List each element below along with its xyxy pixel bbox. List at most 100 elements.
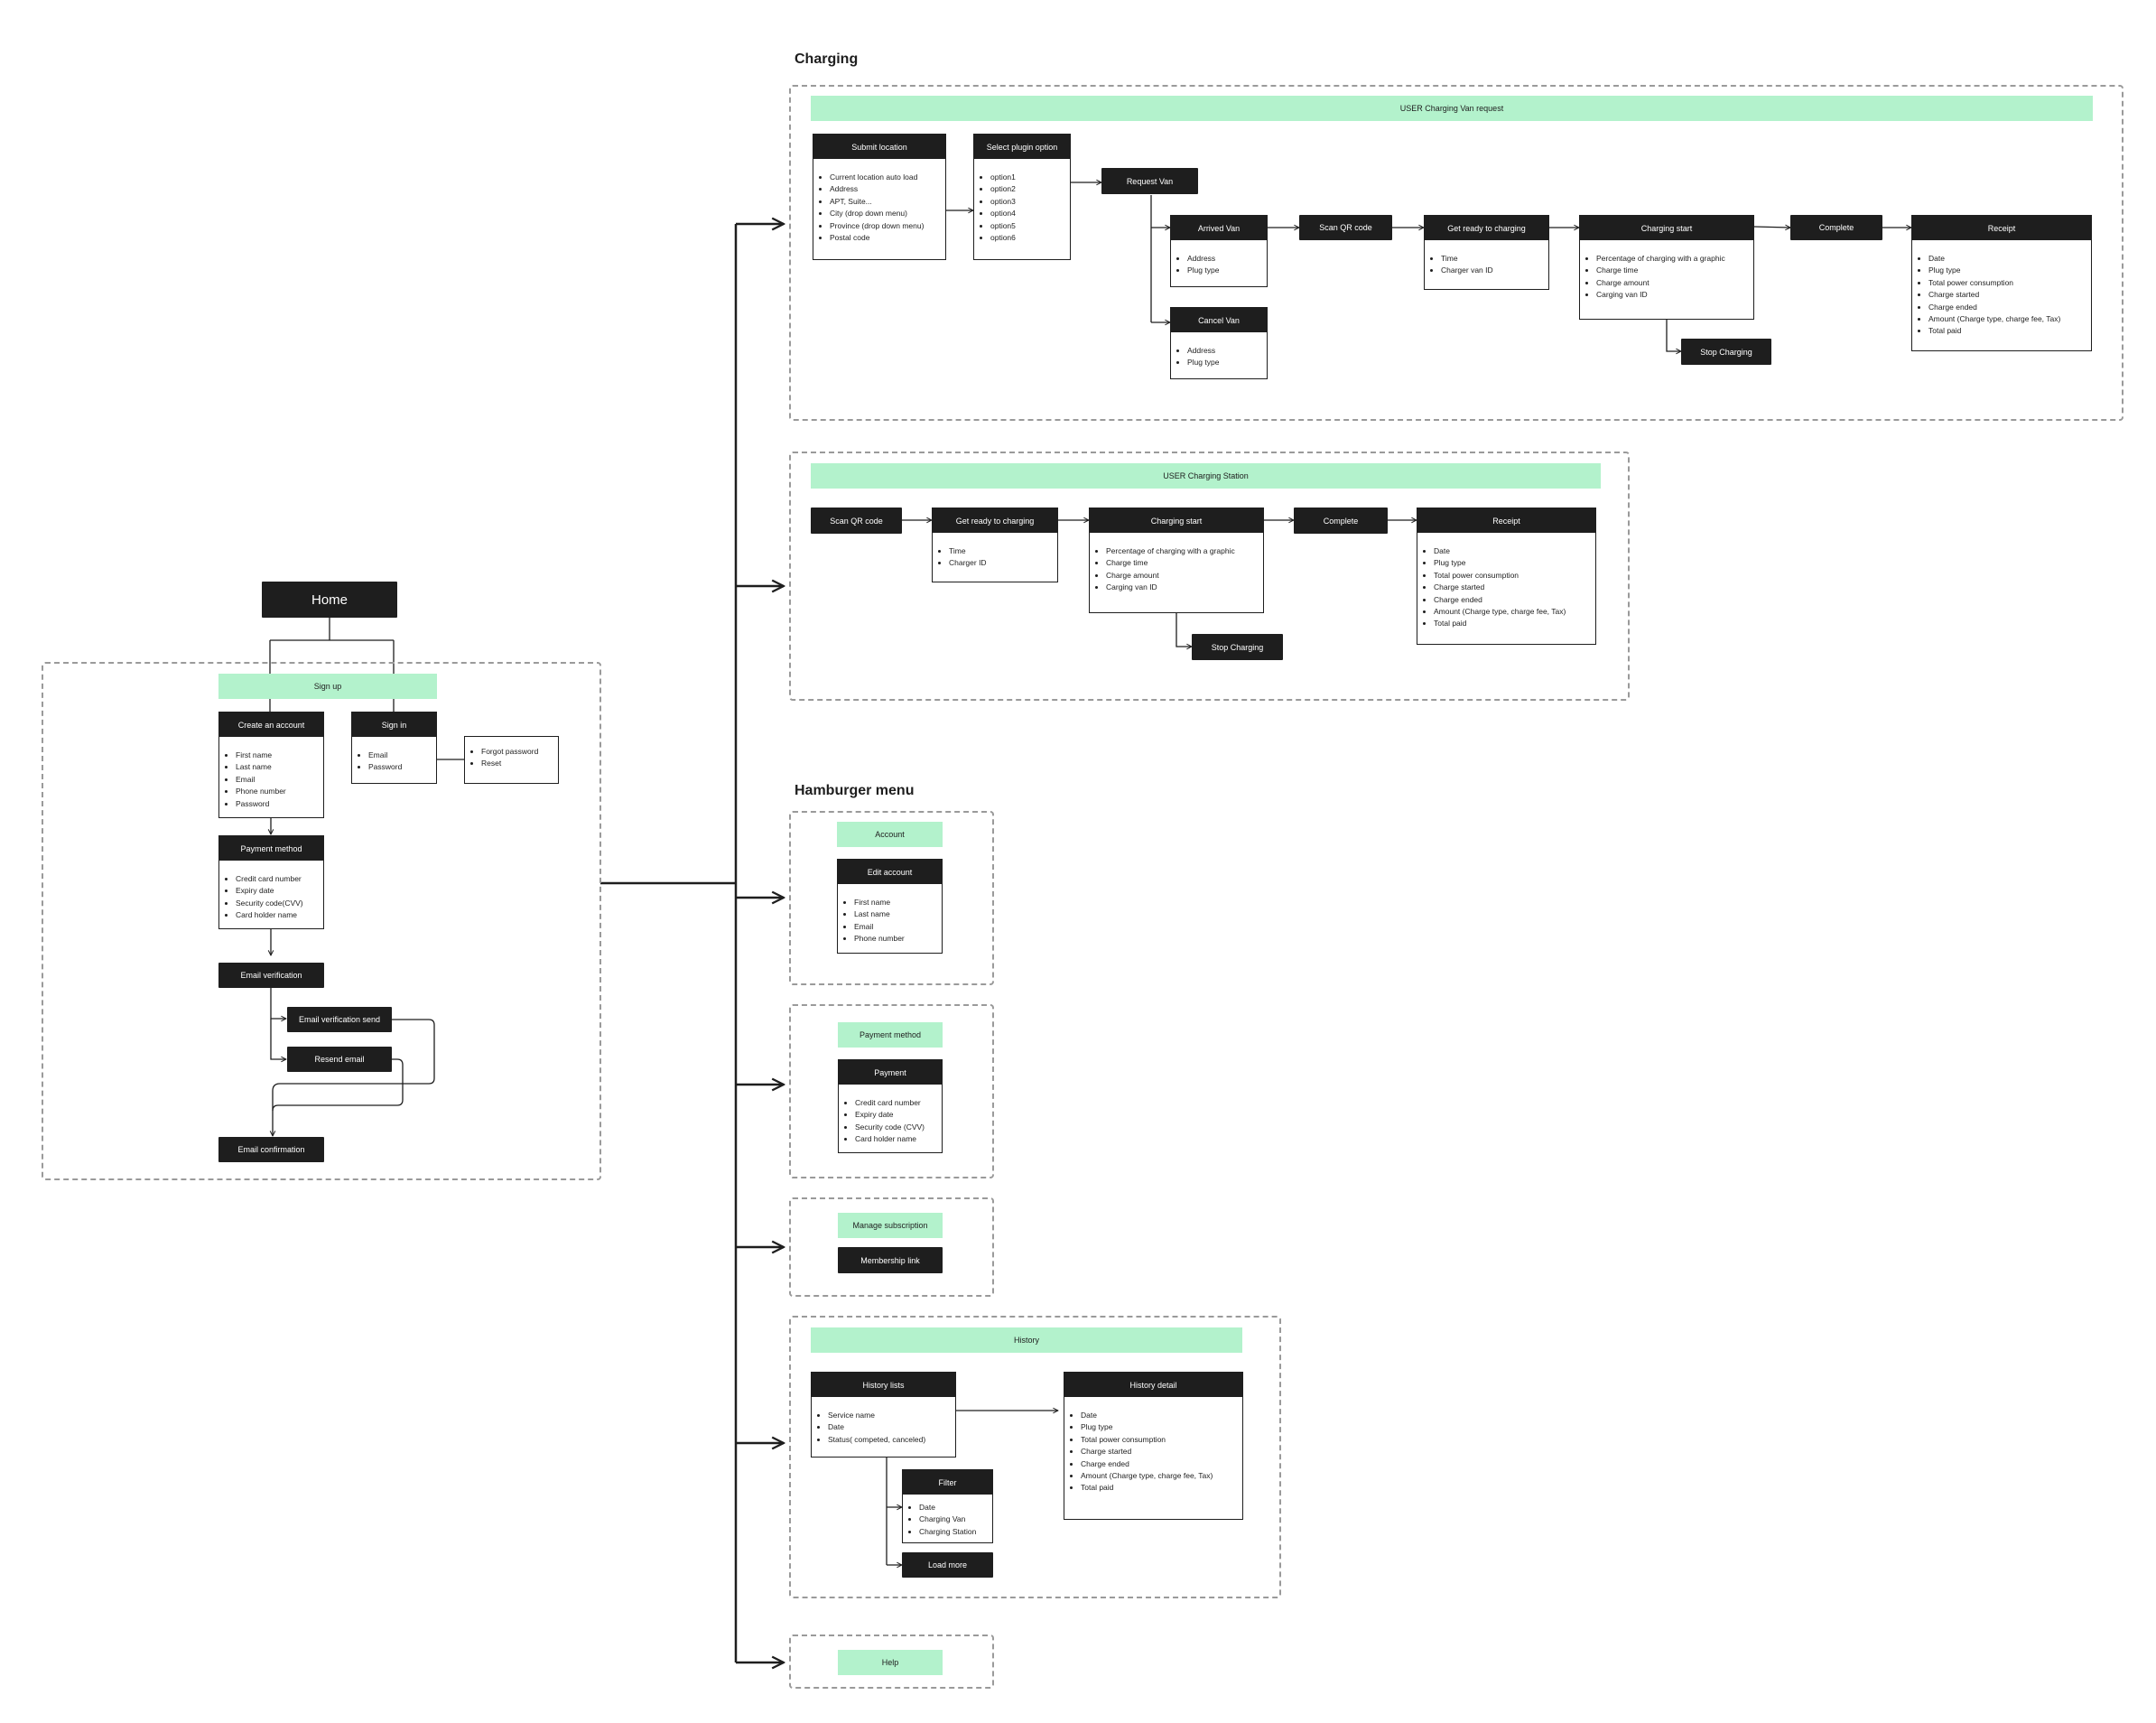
list-item: Charge ended — [1928, 302, 2086, 313]
list-item: Plug type — [1434, 557, 1590, 569]
section-title-hamburger-menu: Hamburger menu — [795, 783, 915, 798]
station-charging-start-title: Charging start — [1090, 508, 1263, 533]
list-item: Total paid — [1928, 325, 2086, 337]
van-charging-start-card[interactable]: Charging start Percentage of charging wi… — [1579, 215, 1754, 320]
history-lists-card[interactable]: History lists Service name Date Status( … — [811, 1372, 956, 1458]
list-item: Percentage of charging with a graphic — [1596, 253, 1748, 265]
list-item: Expiry date — [855, 1109, 936, 1121]
membership-link-node[interactable]: Membership link — [838, 1247, 943, 1273]
station-scan-qr-node[interactable]: Scan QR code — [811, 508, 902, 534]
van-stop-charging-node[interactable]: Stop Charging — [1681, 339, 1771, 365]
van-complete-node[interactable]: Complete — [1790, 215, 1882, 240]
list-item: Forgot password — [481, 746, 553, 758]
list-item: Total paid — [1081, 1482, 1237, 1494]
list-item: Charger van ID — [1441, 265, 1543, 276]
list-item: Date — [919, 1502, 987, 1513]
history-detail-card[interactable]: History detail Date Plug type Total powe… — [1064, 1372, 1243, 1520]
van-receipt-title: Receipt — [1912, 216, 2091, 240]
list-item: Security code(CVV) — [236, 898, 318, 909]
submit-location-title: Submit location — [813, 135, 945, 159]
van-request-band: USER Charging Van request — [811, 96, 2093, 121]
list-item: Charging Van — [919, 1513, 987, 1525]
resend-email-node[interactable]: Resend email — [287, 1047, 392, 1072]
list-item: Charge started — [1434, 582, 1590, 593]
home-node[interactable]: Home — [262, 582, 397, 618]
list-item: Plug type — [1187, 357, 1261, 368]
help-band[interactable]: Help — [838, 1650, 943, 1675]
list-item: Date — [828, 1421, 950, 1433]
payment-card[interactable]: Payment Credit card number Expiry date S… — [838, 1059, 943, 1153]
list-item: Credit card number — [236, 873, 318, 885]
van-scan-qr-node[interactable]: Scan QR code — [1299, 215, 1392, 240]
station-band: USER Charging Station — [811, 463, 1601, 489]
list-item: Time — [949, 545, 1052, 557]
create-account-card[interactable]: Create an account First name Last name E… — [218, 712, 324, 818]
list-item: Postal code — [830, 232, 940, 244]
edit-account-title: Edit account — [838, 860, 942, 884]
list-item: Last name — [236, 761, 318, 773]
menu-payment-method-band: Payment method — [838, 1022, 943, 1048]
edit-account-card[interactable]: Edit account First name Last name Email … — [837, 859, 943, 954]
charging-van-group — [789, 85, 2123, 421]
station-charging-start-card[interactable]: Charging start Percentage of charging wi… — [1089, 508, 1264, 613]
arrived-van-card[interactable]: Arrived Van Address Plug type — [1170, 215, 1268, 287]
station-complete-node[interactable]: Complete — [1294, 508, 1388, 534]
email-verification-send-node[interactable]: Email verification send — [287, 1007, 392, 1032]
list-item: Status( competed, canceled) — [828, 1434, 950, 1446]
list-item: Plug type — [1081, 1421, 1237, 1433]
station-stop-charging-node[interactable]: Stop Charging — [1192, 634, 1283, 660]
request-van-node[interactable]: Request Van — [1101, 168, 1198, 194]
list-item: Carging van ID — [1106, 582, 1258, 593]
van-get-ready-title: Get ready to charging — [1425, 216, 1548, 240]
list-item: option1 — [990, 172, 1064, 183]
list-item: First name — [236, 750, 318, 761]
list-item: Phone number — [854, 933, 936, 945]
submit-location-card[interactable]: Submit location Current location auto lo… — [813, 134, 946, 260]
station-get-ready-card[interactable]: Get ready to charging Time Charger ID — [932, 508, 1058, 582]
list-item: Total power consumption — [1928, 277, 2086, 289]
history-group — [789, 1316, 1281, 1598]
list-item: Total power consumption — [1434, 570, 1590, 582]
list-item: Charge ended — [1434, 594, 1590, 606]
list-item: Date — [1081, 1410, 1237, 1421]
cancel-van-title: Cancel Van — [1171, 308, 1267, 332]
list-item: Date — [1434, 545, 1590, 557]
payment-method-group — [789, 1004, 994, 1178]
van-receipt-card[interactable]: Receipt Date Plug type Total power consu… — [1911, 215, 2092, 351]
list-item: Service name — [828, 1410, 950, 1421]
filter-title: Filter — [903, 1470, 992, 1495]
load-more-node[interactable]: Load more — [902, 1552, 993, 1578]
main-trunk-lines — [600, 224, 784, 1662]
list-item: option6 — [990, 232, 1064, 244]
list-item: Email — [236, 774, 318, 786]
history-lists-title: History lists — [812, 1373, 955, 1397]
sign-in-card[interactable]: Sign in Email Password — [351, 712, 437, 784]
forgot-password-card[interactable]: Forgot password Reset — [464, 736, 559, 784]
list-item: Date — [1928, 253, 2086, 265]
list-item: Charge time — [1596, 265, 1748, 276]
list-item: Amount (Charge type, charge fee, Tax) — [1081, 1470, 1237, 1482]
email-verification-node[interactable]: Email verification — [218, 963, 324, 988]
list-item: Charge time — [1106, 557, 1258, 569]
payment-title: Payment — [839, 1060, 942, 1085]
list-item: Charger ID — [949, 557, 1052, 569]
list-item: Address — [1187, 253, 1261, 265]
filter-card[interactable]: Filter Date Charging Van Charging Statio… — [902, 1469, 993, 1543]
payment-method-card[interactable]: Payment method Credit card number Expiry… — [218, 835, 324, 929]
list-item: Charge amount — [1106, 570, 1258, 582]
history-detail-title: History detail — [1064, 1373, 1242, 1397]
select-plugin-card[interactable]: Select plugin option option1 option2 opt… — [973, 134, 1071, 260]
account-band: Account — [837, 822, 943, 847]
email-confirmation-node[interactable]: Email confirmation — [218, 1137, 324, 1162]
station-receipt-card[interactable]: Receipt Date Plug type Total power consu… — [1417, 508, 1596, 645]
van-charging-start-title: Charging start — [1580, 216, 1753, 240]
station-get-ready-title: Get ready to charging — [933, 508, 1057, 533]
van-get-ready-card[interactable]: Get ready to charging Time Charger van I… — [1424, 215, 1549, 290]
cancel-van-card[interactable]: Cancel Van Address Plug type — [1170, 307, 1268, 379]
list-item: Total power consumption — [1081, 1434, 1237, 1446]
section-title-charging: Charging — [795, 51, 859, 67]
list-item: Email — [854, 921, 936, 933]
list-item: APT, Suite... — [830, 196, 940, 208]
create-account-title: Create an account — [219, 712, 323, 737]
list-item: First name — [854, 897, 936, 908]
